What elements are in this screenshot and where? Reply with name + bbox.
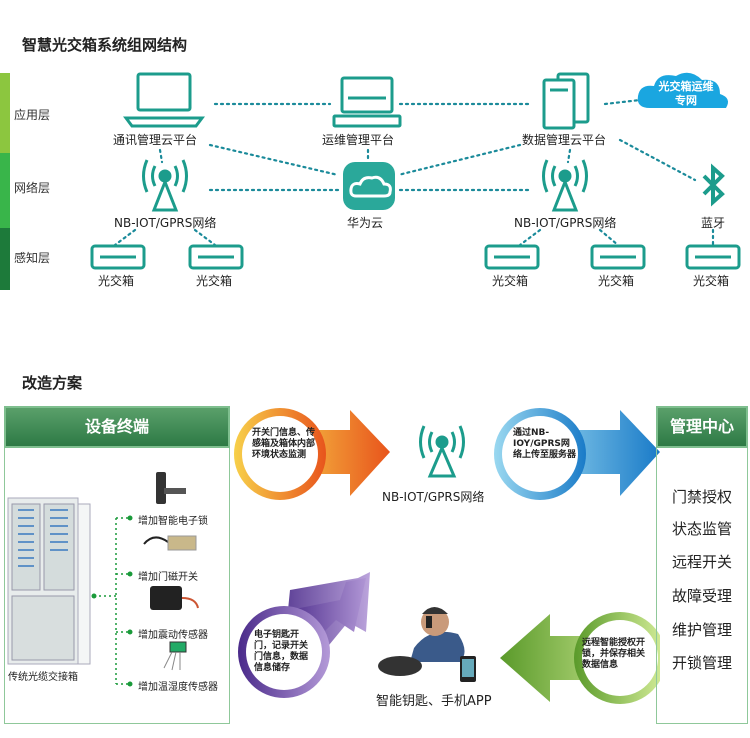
mgmt-panel-header: 管理中心 bbox=[656, 406, 748, 448]
arrow-blue bbox=[494, 408, 660, 500]
arrow-purple bbox=[238, 572, 370, 698]
ops-platform-label: 运维管理平台 bbox=[322, 133, 395, 147]
layer-bar-application bbox=[0, 73, 10, 153]
connector-lines bbox=[94, 517, 130, 685]
huawei-cloud-icon bbox=[343, 162, 395, 210]
bluetooth-icon bbox=[702, 163, 725, 207]
mgmt-item: 维护管理 bbox=[672, 621, 733, 639]
temp-humidity-sensor-icon bbox=[163, 641, 187, 671]
connector-dots bbox=[91, 515, 133, 687]
cloud-icon bbox=[637, 72, 728, 108]
bluetooth-label: 蓝牙 bbox=[701, 216, 726, 230]
signal-tower-icon bbox=[419, 425, 465, 478]
fiber-box-icon bbox=[90, 244, 741, 270]
signal-tower-icon bbox=[142, 159, 188, 212]
door-magnet-icon bbox=[143, 535, 197, 551]
flow-diagram bbox=[234, 408, 660, 704]
fiber-box-label: 光交箱 bbox=[598, 274, 635, 288]
fiber-box-label: 光交箱 bbox=[492, 274, 529, 288]
nbiot-right-label: NB-IOT/GPRS网络 bbox=[514, 216, 617, 230]
sensor-label: 增加门磁开关 bbox=[138, 572, 198, 583]
layer-label-sensing: 感知层 bbox=[14, 251, 51, 265]
server-icon bbox=[542, 72, 590, 130]
mgmt-item: 远程开关 bbox=[672, 553, 733, 571]
layer-label-application: 应用层 bbox=[14, 108, 51, 122]
network-label: NB-IOT/GPRS网络 bbox=[382, 490, 485, 504]
mgmt-item: 状态监管 bbox=[672, 520, 733, 538]
mgmt-item: 门禁授权 bbox=[672, 488, 733, 506]
layer-label-network: 网络层 bbox=[14, 181, 51, 195]
nbiot-left-label: NB-IOT/GPRS网络 bbox=[114, 216, 217, 230]
section2-title: 改造方案 bbox=[22, 374, 83, 392]
arrow-blue-text: 通过NB-IOY/GPRS网络上传至服务器 bbox=[513, 428, 577, 460]
smartphone-icon bbox=[460, 656, 476, 682]
layer-bar-network bbox=[0, 153, 10, 228]
cabinet-label: 传统光缆交接箱 bbox=[8, 672, 78, 683]
layer-bar-sensing bbox=[0, 228, 10, 290]
section1-title: 智慧光交箱系统组网结构 bbox=[22, 36, 188, 54]
topology-diagram bbox=[90, 72, 741, 270]
arrow-green bbox=[500, 612, 660, 704]
cabinet-icon bbox=[7, 497, 91, 665]
mgmt-item: 开锁管理 bbox=[672, 654, 733, 672]
desktop-icon bbox=[332, 76, 402, 128]
signal-tower-icon bbox=[542, 159, 588, 212]
arrow-purple-text: 电子钥匙开门，记录开关门信息，数据信息储存 bbox=[254, 630, 309, 673]
device-panel-header: 设备终端 bbox=[4, 406, 230, 448]
data-cloud-label: 数据管理云平台 bbox=[522, 133, 607, 147]
sensor-label: 增加智能电子锁 bbox=[138, 516, 208, 527]
private-net-label: 光交箱运维专网 bbox=[658, 80, 714, 107]
vibration-sensor-icon bbox=[150, 586, 199, 610]
person-phone-icon bbox=[410, 607, 465, 662]
sensor-label: 增加温湿度传感器 bbox=[138, 682, 218, 693]
laptop-icon bbox=[123, 72, 205, 128]
arrow-orange bbox=[234, 408, 390, 500]
comm-cloud-label: 通讯管理云平台 bbox=[113, 133, 198, 147]
sensor-label: 增加震动传感器 bbox=[138, 630, 208, 641]
huawei-cloud-label: 华为云 bbox=[347, 216, 384, 230]
fiber-box-label: 光交箱 bbox=[98, 274, 135, 288]
arrow-green-text: 远程智能授权开锁，并保存相关数据信息 bbox=[582, 638, 646, 670]
mgmt-item: 故障受理 bbox=[672, 587, 733, 605]
key-app-label: 智能钥匙、手机APP bbox=[376, 694, 492, 709]
smart-lock-icon bbox=[156, 472, 186, 504]
fiber-box-label: 光交箱 bbox=[196, 274, 233, 288]
fiber-box-label: 光交箱 bbox=[693, 274, 730, 288]
smart-key-icon bbox=[378, 656, 422, 676]
arrow-orange-text: 开关门信息、传感箱及箱体内部环境状态监测 bbox=[252, 428, 316, 460]
connection-lines bbox=[113, 98, 715, 247]
device-illustration bbox=[7, 472, 199, 687]
